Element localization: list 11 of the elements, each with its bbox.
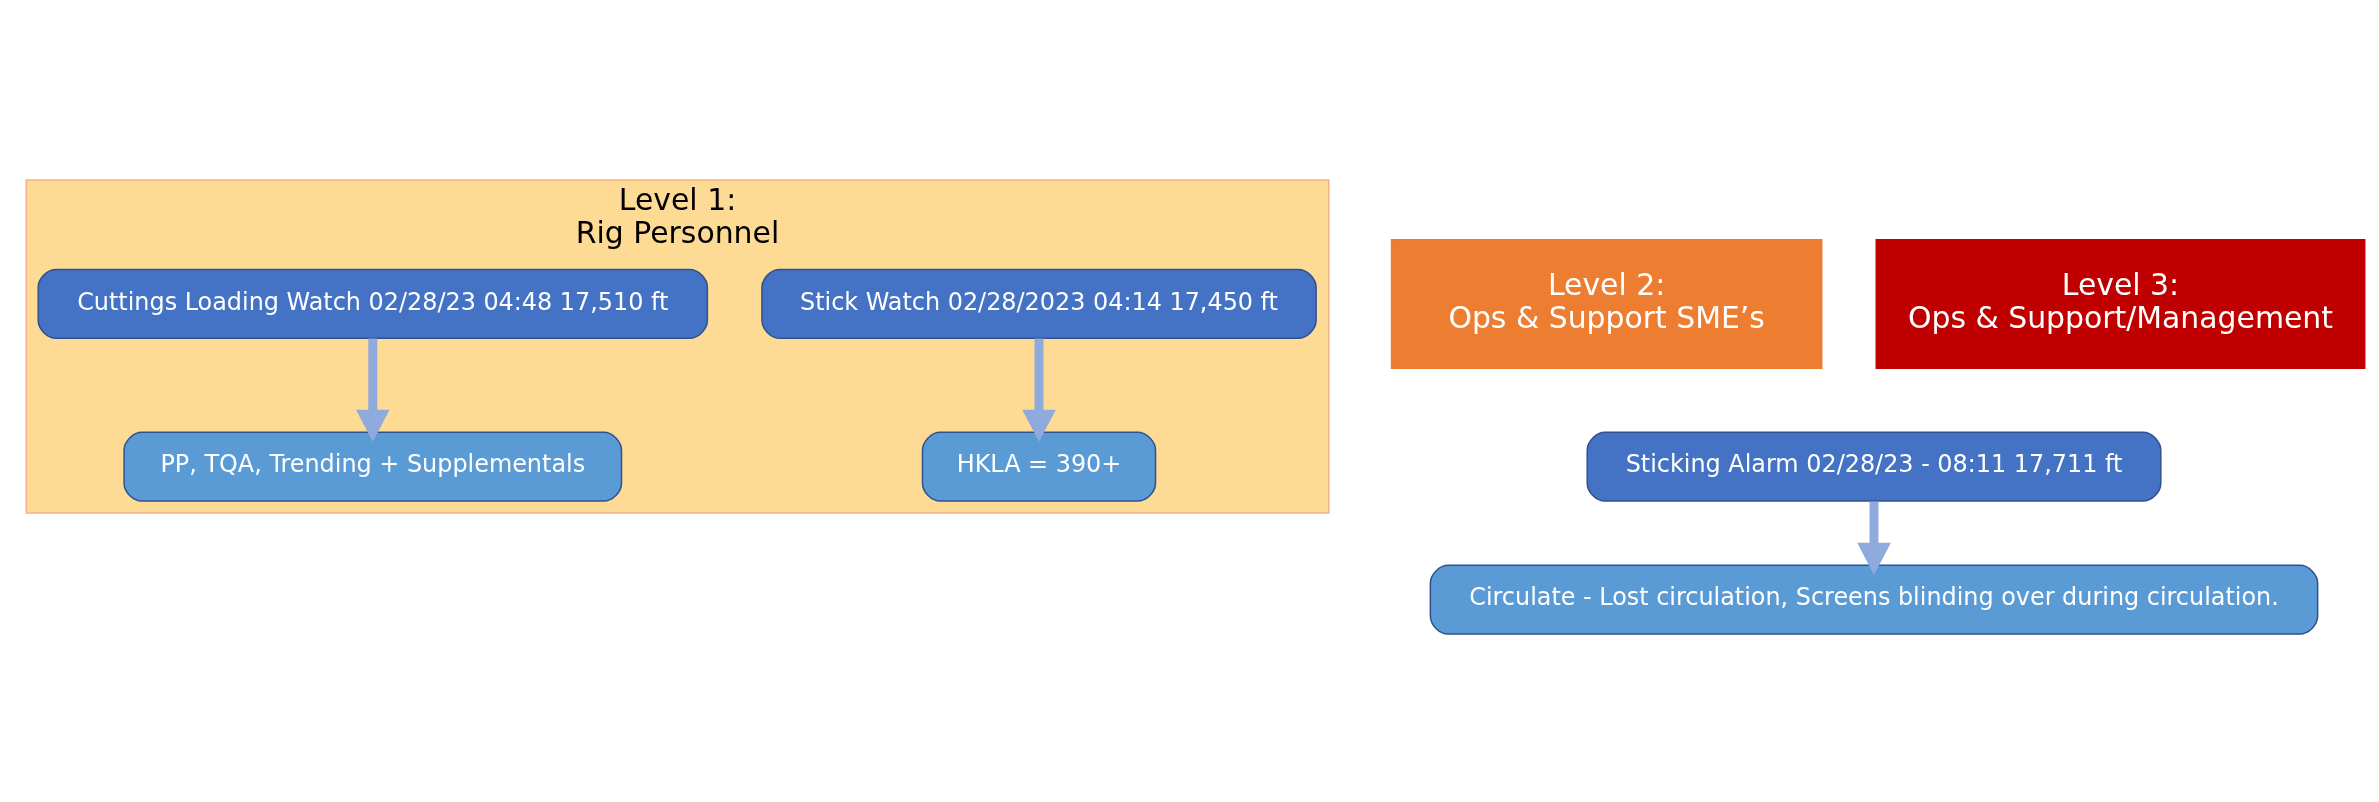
arrow [355,338,390,442]
node-box: PP, TQA, Trending + Supplementals [123,431,623,502]
node-box: Level 2: Ops & Support SME’s [1390,238,1823,369]
arrow [1857,501,1891,575]
arrow [1022,338,1056,442]
node-box: Sticking Alarm 02/28/23 - 08:11 17,711 ft [1586,431,2162,502]
node-box: Level 3: Ops & Support/Management [1875,238,2366,369]
node-box: HKLA = 390+ [921,431,1157,502]
node-box: Stick Watch 02/28/2023 04:14 17,450 ft [761,268,1317,339]
node-box: Cuttings Loading Watch 02/28/23 04:48 17,510 ft [37,268,709,339]
node-box: Circulate - Lost circulation, Screens blinding over during circulation. [1429,564,2319,635]
